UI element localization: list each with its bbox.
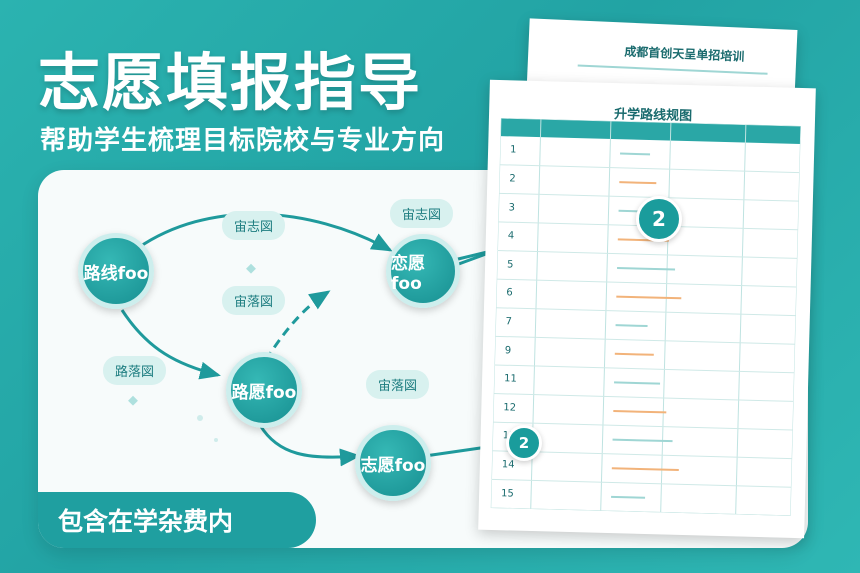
table-row-number: 1 [509, 144, 517, 156]
table-row-line [491, 478, 792, 488]
flow-pill-2: 宙志図 [390, 199, 454, 228]
table-row-number: 6 [506, 287, 513, 299]
document-back-title: 成都首创天呈单招培训 [624, 44, 745, 64]
document-badge-top: 2 [636, 196, 682, 242]
document-table [490, 118, 801, 516]
table-row-number: 7 [505, 316, 513, 328]
table-row-number: 11 [503, 373, 517, 385]
table-row-number: 5 [506, 259, 514, 271]
table-cell-mark [613, 409, 667, 414]
flow-node-3: 恋愿foo [386, 234, 460, 308]
flow-pill-4: 路落図 [103, 356, 167, 385]
flow-node-1: 路线foo [78, 233, 154, 309]
table-cell-mark [620, 152, 651, 156]
table-row-line [497, 250, 798, 259]
flow-pill-1: 宙志図 [222, 211, 286, 240]
table-cell-mark [611, 495, 646, 499]
flow-node-2: 路愿foo [226, 352, 302, 428]
table-row-line [494, 364, 795, 374]
table-cell-mark [614, 352, 654, 356]
table-cell-mark [612, 438, 673, 443]
flow-arrows [120, 212, 598, 467]
table-cell-mark [611, 467, 679, 471]
flow-node-4: 志愿foo [355, 425, 431, 501]
table-row-line [499, 164, 800, 174]
page-title: 志愿填报指导 [38, 46, 423, 119]
flow-pill-3: 宙落図 [222, 286, 286, 315]
table-row-number: 14 [501, 459, 515, 471]
flow-pill-5: 宙落図 [366, 370, 430, 399]
table-row-number: 12 [503, 402, 517, 414]
document-front: 升学路线规图 123456791112131415 [478, 79, 816, 539]
table-row-number: 15 [500, 487, 514, 500]
table-row-line [492, 421, 793, 431]
table-cell-mark [616, 295, 682, 300]
table-cell-mark [615, 324, 648, 328]
document-badge-bottom: 2 [506, 425, 542, 461]
table-row-line [495, 335, 796, 345]
table-row-line [495, 307, 796, 317]
table-cell-mark [614, 381, 661, 385]
table-row-line [492, 450, 793, 460]
table-row-line [493, 393, 794, 402]
page-subtitle: 帮助学生梳理目标院校与专业方向 [40, 126, 446, 156]
table-row-line [490, 507, 791, 516]
table-row-number: 3 [508, 201, 516, 214]
table-row-line [496, 278, 797, 288]
table-cell-mark [617, 266, 676, 271]
table-row-number: 9 [504, 344, 512, 357]
table-cell-mark [619, 181, 657, 185]
fee-banner: 包含在学杂费内 [38, 492, 316, 548]
table-row-number: 4 [507, 230, 515, 242]
table-row-number: 2 [509, 173, 516, 185]
